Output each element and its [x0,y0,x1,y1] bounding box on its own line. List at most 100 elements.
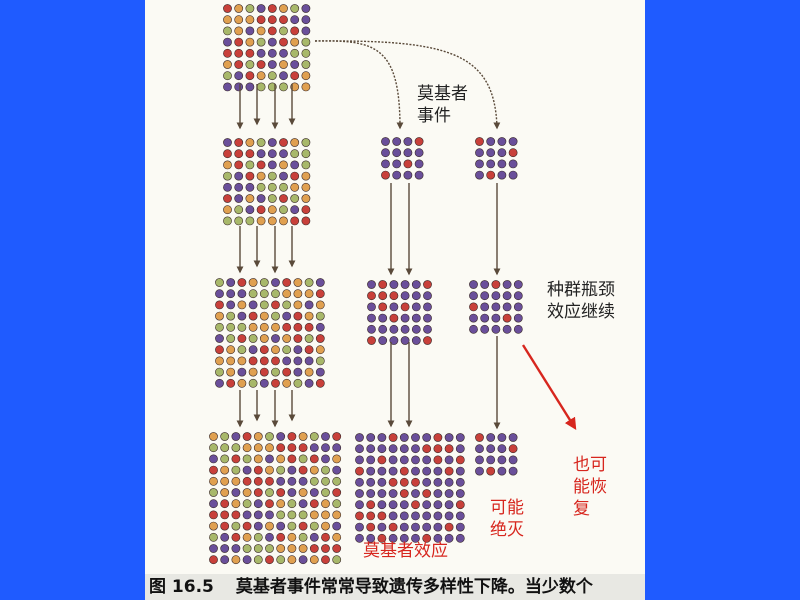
individual-dot [234,194,244,203]
individual-dot [377,477,387,487]
individual-dot [301,138,311,147]
individual-dot [220,555,230,565]
individual-dot [301,182,311,192]
individual-dot [366,489,376,498]
individual-dot [253,510,263,520]
individual-dot [242,476,252,486]
individual-dot [332,488,342,497]
individual-dot [271,334,280,343]
individual-dot [248,367,258,377]
individual-dot [287,488,297,497]
individual-dot [377,433,387,442]
individual-dot [253,488,263,497]
individual-dot [491,313,501,323]
individual-dot [215,334,224,343]
individual-dot [422,466,432,476]
individual-dot [389,336,399,345]
individual-dot [256,160,266,170]
individual-dot [271,311,280,321]
individual-dot [366,455,376,465]
individual-dot [298,443,308,453]
individual-dot [309,465,319,475]
individual-dot [234,216,244,226]
individual-dot [231,510,241,520]
individual-dot [276,465,286,475]
individual-dot [267,60,277,69]
individual-dot [367,302,376,312]
individual-dot [234,71,244,81]
individual-dot [271,278,280,287]
individual-dot [422,455,432,465]
individual-dot [290,171,300,181]
individual-dot [267,138,277,147]
individual-dot [403,137,413,146]
individual-dot [378,336,388,345]
individual-dot [271,356,280,366]
individual-dot [259,367,269,377]
individual-dot [377,522,387,532]
individual-dot [389,280,399,289]
individual-dot [245,48,255,58]
individual-dot [234,149,244,159]
individual-dot [366,444,376,454]
individual-dot [414,137,424,146]
individual-dot [253,544,263,553]
individual-dot [237,345,247,355]
individual-dot [231,555,241,565]
individual-dot [475,170,484,180]
individual-dot [267,26,277,36]
individual-dot [220,465,230,475]
individual-dot [279,82,288,92]
individual-dot [502,280,512,289]
individual-dot [411,522,420,532]
population-main-4 [209,432,342,565]
individual-dot [378,313,388,323]
individual-dot [378,291,388,301]
individual-dot [332,532,342,542]
individual-dot [209,454,218,464]
individual-dot [388,455,398,465]
individual-dot [321,521,330,531]
individual-dot [234,26,244,36]
individual-dot [298,532,308,542]
individual-dot [315,289,325,299]
individual-dot [267,71,277,81]
individual-dot [321,510,330,520]
individual-dot [444,489,454,498]
individual-dot [455,466,465,476]
individual-dot [226,334,236,343]
individual-dot [209,532,218,542]
individual-dot [508,444,518,454]
individual-dot [276,443,286,453]
individual-dot [282,356,292,366]
individual-dot [399,477,409,487]
individual-dot [290,71,300,81]
individual-dot [444,433,454,442]
individual-dot [444,522,454,532]
individual-dot [298,465,308,475]
individual-dot [381,170,390,180]
individual-dot [293,311,303,321]
individual-dot [403,159,413,169]
individual-dot [400,302,410,312]
individual-dot [248,311,258,321]
individual-dot [287,532,297,542]
individual-dot [411,291,421,301]
individual-dot [422,500,432,510]
individual-dot [245,171,255,181]
individual-dot [248,289,258,299]
individual-dot [388,500,398,510]
individual-dot [423,280,432,289]
individual-dot [321,432,330,441]
individual-dot [304,334,314,343]
individual-dot [287,432,297,441]
individual-dot [290,60,300,69]
individual-dot [245,82,255,92]
individual-dot [290,37,300,47]
individual-dot [377,466,387,476]
individual-dot [209,555,218,565]
individual-dot [411,444,420,454]
individual-dot [475,466,484,476]
individual-dot [455,444,465,454]
individual-dot [226,345,236,355]
